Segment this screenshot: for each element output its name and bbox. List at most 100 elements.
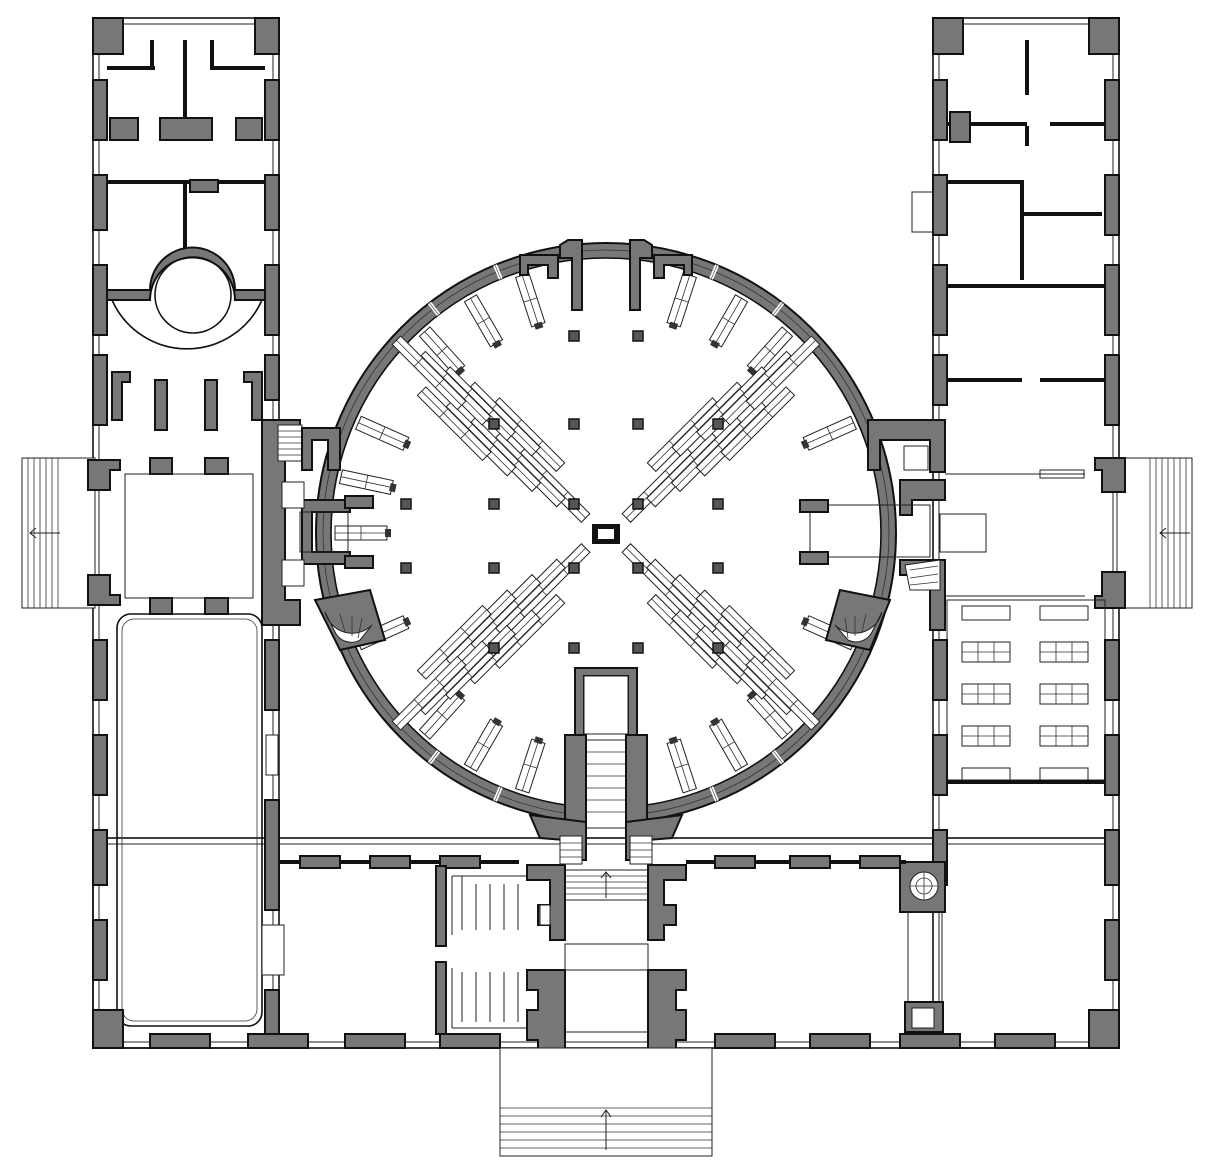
stall-post: [668, 321, 679, 330]
desk-divider: [435, 678, 445, 688]
stall: [708, 294, 749, 349]
stall: [800, 415, 858, 451]
desk-row: [391, 335, 467, 411]
window-line: [710, 264, 718, 280]
desk-divider: [446, 406, 512, 472]
desk-divider: [421, 609, 488, 676]
desk-row: [745, 655, 821, 731]
column: [568, 330, 580, 342]
stall-post: [533, 736, 544, 745]
stall: [514, 736, 546, 794]
stall: [338, 469, 397, 495]
left-wing-walls: [92, 17, 280, 431]
stall-post: [710, 717, 720, 727]
column: [488, 498, 500, 510]
desk-divider: [700, 629, 767, 696]
column: [632, 418, 644, 430]
window-line: [494, 786, 502, 802]
stall: [708, 717, 749, 772]
desk-divider: [420, 355, 487, 422]
desk-divider: [675, 614, 742, 680]
desk-divider: [413, 357, 423, 367]
column: [568, 562, 580, 574]
desk-divider: [445, 629, 512, 696]
stall-divider: [674, 297, 689, 303]
desk-divider: [700, 370, 767, 437]
front-steps: [499, 1047, 713, 1157]
stall-divider: [436, 710, 448, 721]
stall-post: [492, 717, 502, 727]
stall-post: [402, 439, 412, 450]
stall-divider: [722, 316, 735, 325]
desk-divider: [767, 378, 777, 388]
desk-divider: [435, 378, 445, 388]
column: [632, 330, 644, 342]
stall-divider: [523, 297, 538, 303]
column: [632, 562, 644, 574]
column: [488, 562, 500, 574]
desk-divider: [725, 355, 792, 422]
column: [712, 642, 724, 654]
desk-row: [720, 350, 796, 426]
central-desk: [592, 524, 620, 544]
column: [712, 418, 724, 430]
desk-row: [720, 386, 796, 462]
desk-divider: [420, 644, 487, 711]
desk-row: [720, 604, 796, 680]
stall-post: [710, 339, 720, 349]
stall-post: [455, 366, 466, 376]
stall-divider: [764, 710, 776, 721]
desk-divider: [460, 627, 470, 637]
desk-divider: [651, 401, 717, 468]
desk-divider: [460, 429, 470, 439]
stall: [666, 272, 698, 330]
desk-row: [745, 335, 821, 411]
desk-divider: [725, 644, 792, 711]
stall-post: [668, 736, 679, 745]
desk-divider: [763, 408, 773, 418]
stall: [746, 690, 794, 740]
desk-divider: [750, 660, 816, 727]
column: [488, 642, 500, 654]
stall-post: [746, 366, 757, 376]
column: [712, 562, 724, 574]
window-line: [773, 750, 783, 764]
right-entrance: [939, 457, 1193, 609]
stall: [463, 294, 504, 349]
window-line: [773, 302, 783, 316]
desk-divider: [446, 594, 512, 660]
desk-divider: [650, 563, 717, 629]
column: [400, 562, 412, 574]
stall-divider: [477, 741, 490, 750]
desk-divider: [396, 339, 462, 406]
column: [400, 498, 412, 510]
desk-divider: [470, 578, 537, 645]
stall: [418, 326, 466, 376]
desk-divider: [495, 437, 562, 503]
arrow-up-icon: [600, 871, 612, 898]
window-line: [429, 750, 439, 764]
desk-divider: [470, 386, 537, 452]
stall-post: [492, 339, 502, 349]
stall-post: [800, 439, 810, 450]
stall-post: [455, 690, 466, 700]
desk-divider: [495, 598, 561, 665]
desk-row: [416, 604, 492, 680]
right-table-room: [899, 599, 1120, 1049]
desk-divider: [700, 406, 766, 472]
window-line: [429, 302, 439, 316]
desk-row: [416, 640, 492, 716]
desk-divider: [675, 386, 742, 452]
rotunda-entries: [261, 239, 946, 865]
column: [488, 418, 500, 430]
window-line: [494, 264, 502, 280]
desk-divider: [470, 614, 537, 680]
desk-row: [646, 397, 722, 473]
stall-divider: [764, 345, 776, 356]
column: [632, 642, 644, 654]
stall: [666, 736, 698, 794]
right-wing-walls: [911, 17, 1120, 426]
stall-divider: [523, 763, 538, 769]
desk-row: [490, 432, 566, 508]
